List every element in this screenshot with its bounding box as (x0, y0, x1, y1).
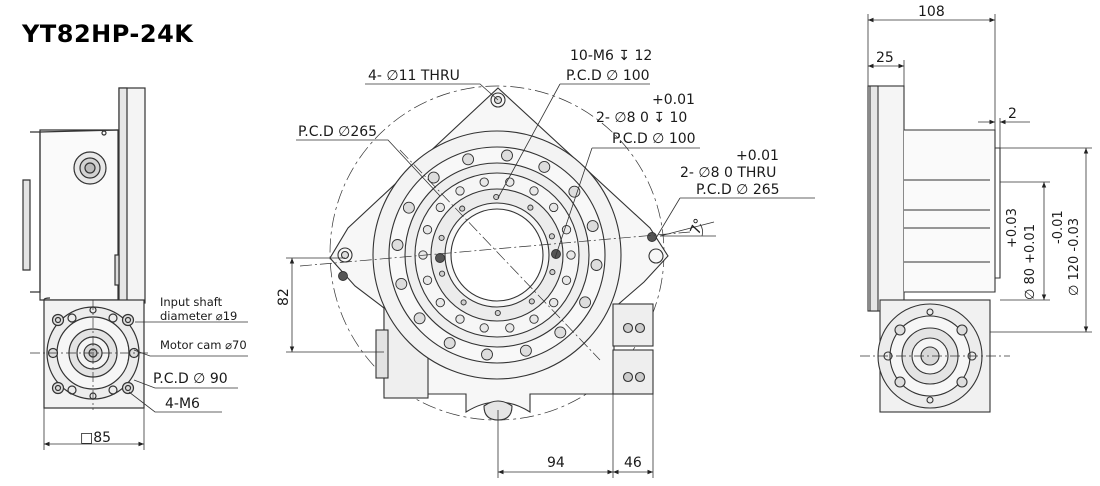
left-view-dimensions (43, 321, 248, 450)
motor-pcd-label: P.C.D ∅ 90 (153, 371, 228, 387)
middle-bolt-hole (561, 225, 572, 235)
middle-bolt-hole (455, 186, 465, 196)
outer-bolt-hole (462, 153, 475, 166)
bore-80-label: ∅ 80 +0.01 (1023, 224, 1038, 300)
right-view-dimensions (867, 14, 1092, 333)
dim-46-label: 46 (624, 455, 642, 471)
outer-bolt-hole (481, 348, 493, 361)
flange-25-label: 25 (876, 50, 894, 66)
angle-label: 7° (687, 216, 708, 237)
outer-bolt-hole (586, 220, 599, 233)
inner-tapped-hole (527, 204, 534, 211)
inner-tapped-hole (459, 205, 466, 212)
pin-2-label: 2- ∅8 0 THRU (680, 165, 776, 181)
square-size-label: □85 (80, 430, 111, 446)
outer-bolt-hole (413, 312, 426, 325)
front-view-dimensions (286, 83, 815, 478)
front-view-centerlines (299, 149, 691, 361)
pin-1-tolerance: +0.01 (652, 92, 695, 108)
outer-bolt-hole (391, 239, 404, 251)
inner-tapped-hole (460, 299, 467, 306)
dowel-pin-hole (435, 253, 445, 263)
outer-bolt-hole (568, 185, 581, 198)
middle-bolt-hole (422, 275, 433, 285)
dim-94-label: 94 (547, 455, 565, 471)
middle-bolt-hole (479, 323, 489, 333)
middle-bolt-hole (549, 297, 559, 308)
outer-bolt-hole (590, 259, 603, 271)
input-shaft-label-line2: diameter ⌀19 (160, 309, 237, 323)
middle-bolt-hole (455, 314, 465, 324)
outer-bolt-hole (427, 171, 440, 184)
middle-bolt-hole (549, 202, 559, 213)
inner-tapped-hole (548, 233, 555, 240)
middle-bolt-hole (529, 186, 539, 196)
width-108-label: 108 (918, 4, 945, 20)
middle-bolt-hole (479, 177, 489, 187)
inner-tapped-hole (549, 269, 556, 276)
outer-bolt-hole (538, 160, 551, 173)
dowel-pin-hole (338, 271, 348, 281)
inner-tapped-hole (438, 234, 445, 241)
dowel-pin-hole (647, 232, 657, 242)
pcd-265-left-label: P.C.D ∅265 (298, 124, 377, 140)
step-2-label: 2 (1008, 106, 1017, 122)
middle-bolt-hole (566, 250, 576, 260)
outer-bolt-hole (519, 344, 532, 357)
outer-bolt-hole (501, 149, 513, 162)
left-side-view (22, 87, 150, 410)
inner-tapped-hole (439, 270, 446, 277)
inner-tapped-hole (528, 298, 535, 305)
motor-cam-label: Motor cam ⌀70 (160, 338, 247, 352)
pin-1-pcd-label: P.C.D ∅ 100 (612, 131, 696, 147)
outer-bolt-hole (395, 277, 408, 290)
bore-120-tolerance: -0.01 (1051, 210, 1066, 244)
pin-1-label: 2- ∅8 0 ↧ 10 (596, 110, 687, 126)
bore-120-label: ∅ 120 -0.03 (1067, 218, 1082, 296)
middle-bolt-hole (505, 323, 515, 333)
drawing-title: YT82HP-24K (22, 20, 194, 48)
middle-bolt-hole (435, 202, 445, 213)
tapped-pcd-label: P.C.D ∅ 100 (566, 68, 650, 84)
middle-bolt-hole (561, 275, 572, 285)
front-view-holes (338, 149, 657, 361)
bore-80-tolerance: +0.03 (1005, 208, 1020, 248)
middle-bolt-hole (422, 225, 433, 235)
pin-2-pcd-label: P.C.D ∅ 265 (696, 182, 780, 198)
middle-bolt-hole (529, 314, 539, 324)
inner-tapped-hole (493, 193, 500, 201)
outer-bolt-hole (402, 201, 415, 214)
height-82-label: 82 (276, 288, 292, 306)
inner-tapped-hole (494, 309, 501, 317)
input-shaft-label-line1: Input shaft (160, 295, 223, 309)
tapped-holes-label: 10-M6 ↧ 12 (570, 48, 652, 64)
thru-holes-label: 4- ∅11 THRU (368, 68, 460, 84)
motor-bolts-label: 4-M6 (165, 396, 200, 412)
outer-bolt-hole (579, 296, 592, 309)
middle-bolt-hole (435, 297, 445, 308)
right-side-view (860, 85, 1010, 413)
outer-bolt-hole (554, 326, 567, 339)
pin-2-tolerance: +0.01 (736, 148, 779, 164)
outer-bolt-hole (443, 337, 456, 350)
